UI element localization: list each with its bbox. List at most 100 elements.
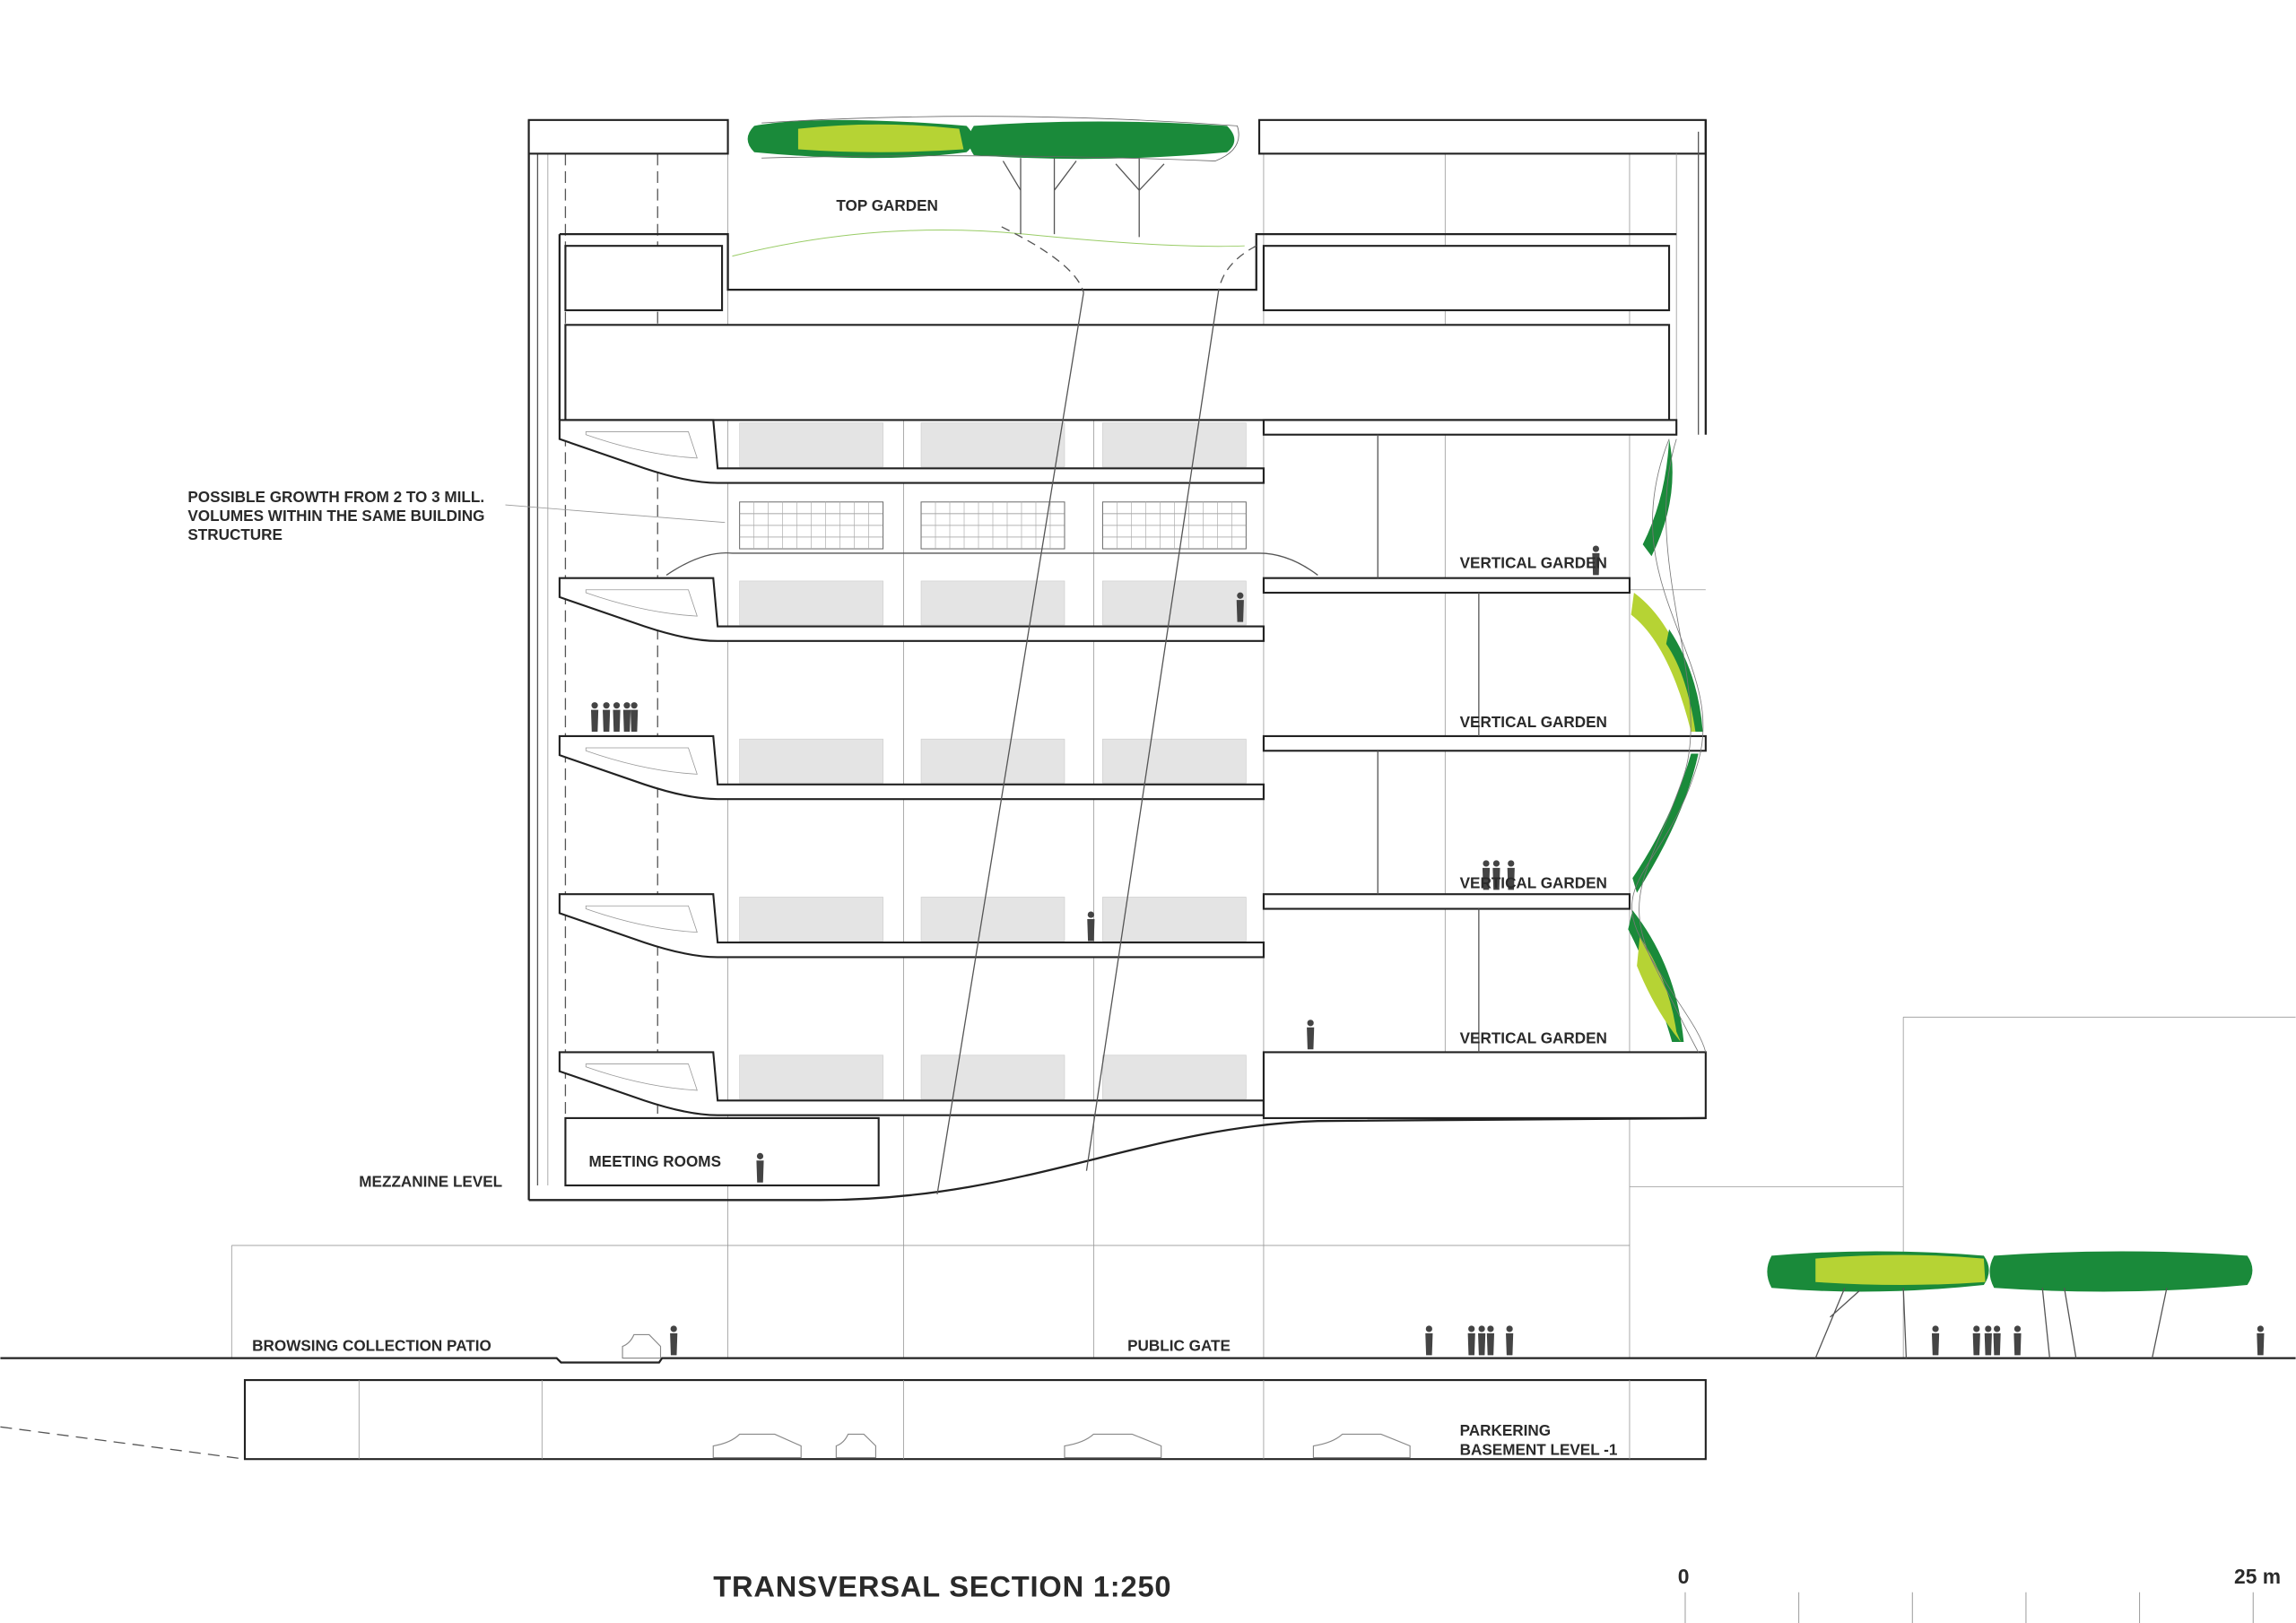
floor-slab bbox=[558, 577, 1265, 642]
ground-and-basement bbox=[0, 1357, 2296, 1461]
public-gate-label: PUBLIC GATE bbox=[1127, 1336, 1231, 1354]
ground-floor-curve bbox=[528, 1116, 1706, 1202]
street-trees bbox=[1767, 1251, 2253, 1358]
person-body bbox=[603, 709, 611, 733]
car bbox=[835, 1433, 877, 1459]
floor-slab bbox=[558, 734, 1265, 801]
person-head bbox=[1973, 1325, 1980, 1332]
bookshelf bbox=[1102, 1055, 1247, 1100]
person-body bbox=[613, 709, 621, 733]
person-body bbox=[1236, 600, 1244, 622]
bookshelf bbox=[920, 738, 1065, 784]
car bbox=[712, 1433, 802, 1459]
person-body bbox=[590, 709, 599, 733]
person-head bbox=[1985, 1325, 1992, 1332]
slab-void bbox=[585, 905, 698, 933]
person-body bbox=[1486, 1332, 1494, 1356]
atrium-lines bbox=[505, 226, 1318, 1194]
person-head bbox=[631, 702, 638, 709]
bookshelf bbox=[1102, 738, 1247, 784]
floor-slab bbox=[558, 893, 1265, 959]
bookshelf bbox=[739, 1055, 883, 1100]
floor-slabs bbox=[558, 419, 1265, 1116]
person-body bbox=[670, 1332, 678, 1356]
patio-label: BROWSING COLLECTION PATIO bbox=[252, 1336, 491, 1354]
person-body bbox=[1482, 867, 1491, 890]
person-head bbox=[1508, 860, 1515, 867]
vertical-garden-label: VERTICAL GARDEN bbox=[1460, 1029, 1607, 1047]
person-head bbox=[1237, 592, 1244, 599]
right-slabs bbox=[1262, 419, 1707, 1119]
person-body bbox=[1972, 1332, 1980, 1356]
car bbox=[1064, 1433, 1162, 1459]
person-body bbox=[1307, 1027, 1315, 1050]
person-head bbox=[623, 702, 631, 709]
person-head bbox=[1425, 1325, 1432, 1332]
person-head bbox=[1087, 911, 1094, 918]
drawing-title: TRANSVERSAL SECTION 1:250 bbox=[713, 1570, 1171, 1603]
car bbox=[622, 1333, 662, 1359]
bookshelf bbox=[920, 580, 1065, 626]
growth-note: POSSIBLE GROWTH FROM 2 TO 3 MILL. VOLUME… bbox=[187, 488, 489, 543]
person-head bbox=[1592, 545, 1600, 552]
person-body bbox=[2013, 1332, 2022, 1356]
parking-label: PARKERING BASEMENT LEVEL -1 bbox=[1460, 1421, 1618, 1458]
person-body bbox=[1467, 1332, 1475, 1356]
person-body bbox=[1087, 918, 1095, 942]
meeting-rooms-box bbox=[564, 1116, 880, 1187]
person-head bbox=[670, 1325, 677, 1332]
vertical-garden-label: VERTICAL GARDEN bbox=[1460, 713, 1607, 731]
person-body bbox=[631, 709, 639, 733]
left-facade bbox=[527, 119, 676, 1201]
person-head bbox=[603, 702, 610, 709]
person-head bbox=[2257, 1325, 2264, 1332]
bookshelf bbox=[739, 580, 883, 626]
person-body bbox=[1592, 552, 1600, 576]
person-body bbox=[2257, 1332, 2265, 1356]
car bbox=[1312, 1433, 1411, 1459]
person-body bbox=[1931, 1332, 1940, 1356]
scale-end: 25 m bbox=[2234, 1565, 2281, 1588]
vertical-garden-label: VERTICAL GARDEN bbox=[1460, 553, 1607, 571]
scale-bar: 0 25 m bbox=[1678, 1565, 2281, 1623]
person-head bbox=[2013, 1325, 2022, 1332]
person-body bbox=[1506, 1332, 1514, 1356]
bookshelf bbox=[739, 897, 883, 942]
person-head bbox=[1307, 1020, 1314, 1027]
person-body bbox=[1993, 1332, 2001, 1356]
bookshelf bbox=[920, 897, 1065, 942]
bookshelf bbox=[920, 422, 1065, 467]
floor-slab bbox=[558, 419, 1265, 484]
slab-void bbox=[585, 589, 698, 617]
person-head bbox=[591, 702, 598, 709]
parked-cars bbox=[622, 1333, 1411, 1459]
person-head bbox=[756, 1152, 764, 1159]
vertical-garden-label: VERTICAL GARDEN bbox=[1460, 874, 1607, 892]
people-figures bbox=[590, 545, 2265, 1356]
slab-void bbox=[585, 431, 698, 459]
top-garden-trees bbox=[747, 116, 1239, 238]
person-body bbox=[1492, 867, 1500, 890]
person-head bbox=[613, 702, 621, 709]
person-head bbox=[1468, 1325, 1475, 1332]
bookshelf bbox=[920, 1055, 1065, 1100]
person-body bbox=[756, 1160, 764, 1183]
person-body bbox=[1507, 867, 1515, 890]
person-body bbox=[1425, 1332, 1433, 1356]
person-head bbox=[1487, 1325, 1494, 1332]
bookshelves bbox=[739, 422, 1247, 1100]
person-head bbox=[1932, 1325, 1939, 1332]
person-head bbox=[1478, 1325, 1485, 1332]
slab-void bbox=[585, 1063, 698, 1091]
person-head bbox=[1483, 860, 1490, 867]
roof bbox=[527, 118, 1707, 435]
person-head bbox=[1994, 1325, 2001, 1332]
person-head bbox=[1506, 1325, 1513, 1332]
scale-start: 0 bbox=[1678, 1565, 1690, 1588]
person-head bbox=[1492, 860, 1500, 867]
top-garden-label: TOP GARDEN bbox=[836, 196, 938, 214]
mezzanine-label: MEZZANINE LEVEL bbox=[359, 1173, 502, 1191]
meeting-rooms-label: MEETING ROOMS bbox=[589, 1152, 721, 1170]
slab-void bbox=[585, 747, 698, 775]
